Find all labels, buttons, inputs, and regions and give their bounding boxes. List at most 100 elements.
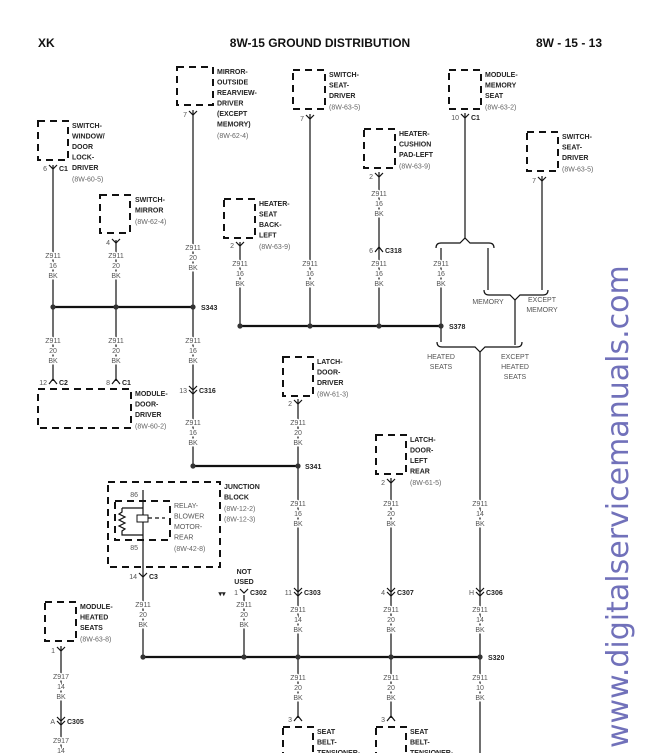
connector-icon	[293, 715, 303, 722]
component-box	[99, 194, 131, 234]
connector: 3	[288, 715, 303, 724]
splice-dot	[295, 463, 301, 469]
connector-pin: 11	[285, 590, 292, 597]
wire-color: BK	[374, 211, 384, 218]
option-heated-seats-1: HEATED	[427, 354, 455, 361]
connector-icon	[305, 114, 315, 120]
wire-circuit: Z911	[433, 261, 449, 268]
component-ref: (8W-60-5)	[72, 177, 103, 184]
wire-color: BK	[374, 281, 384, 288]
wire-color: BK	[386, 521, 396, 528]
connector-icon	[374, 246, 384, 253]
component-label: LEFT	[410, 458, 428, 465]
option-brace	[436, 341, 523, 353]
wire-color: BK	[475, 521, 485, 528]
component-latch-driver: LATCH-DOOR-DRIVER(8W-61-3)	[282, 356, 348, 399]
component-label: DOOR-	[410, 448, 434, 455]
not-used-1: NOT	[237, 569, 253, 576]
component-label: LOCK-	[72, 155, 95, 162]
component-label: LATCH-	[317, 359, 343, 366]
connector-name: C303	[304, 590, 321, 597]
connector-pin: 1	[51, 648, 55, 655]
connector-pin: 10	[451, 115, 459, 122]
connector: 7	[532, 176, 547, 185]
connector: 1	[51, 646, 66, 655]
connector: 4	[106, 238, 121, 247]
component-label: BLOWER	[174, 514, 204, 521]
connector-pin: 3	[381, 717, 385, 724]
connector-name: C1	[122, 380, 131, 387]
component-box	[37, 120, 69, 161]
component-label: DRIVER	[72, 165, 98, 172]
component-box	[375, 434, 407, 475]
wire-color: BK	[305, 281, 315, 288]
component-switch-seat-1: SWITCH-SEAT-DRIVER(8W-63-5)	[292, 69, 360, 112]
connector-icon	[475, 587, 485, 597]
wire-gauge: 20	[387, 511, 395, 518]
connector-icon	[537, 176, 547, 182]
wire-circuit: Z911	[108, 253, 124, 260]
wire-gauge: 20	[49, 348, 57, 355]
connector-pin: 2	[230, 243, 234, 250]
component-label: BELT-	[410, 740, 430, 747]
connector-pin: 6	[43, 166, 47, 173]
splice-dot	[140, 654, 146, 660]
component-ref: (8W-63-9)	[399, 164, 430, 171]
connector-name: C307	[397, 590, 414, 597]
connector-icon	[188, 385, 198, 395]
component-ref: (8W-12-2)	[224, 506, 255, 513]
connector: 11 C303	[285, 587, 321, 597]
connector: 2	[381, 478, 396, 487]
component-label: CUSHION	[399, 142, 431, 149]
connector-name: C1	[59, 166, 68, 173]
component-label: WINDOW/	[72, 134, 105, 141]
option-except-heated-1: EXCEPT	[501, 354, 530, 361]
wire-gauge: 20	[240, 612, 248, 619]
splice-label: S320	[488, 655, 504, 662]
wire-gauge: 14	[476, 617, 484, 624]
wire-gauge: 16	[375, 271, 383, 278]
relay-pin-86: 86	[130, 492, 138, 499]
option-heated-seats-2: SEATS	[430, 364, 453, 371]
component-label: DRIVER	[562, 155, 588, 162]
component-label: LATCH-	[410, 437, 436, 444]
connector-pin: 6	[369, 248, 373, 255]
component-module-door: MODULE-DOOR-DRIVER(8W-60-2)	[37, 388, 168, 431]
component-label: SEAT-	[562, 145, 583, 152]
wire-gauge: 16	[306, 271, 314, 278]
wire-gauge: 16	[375, 201, 383, 208]
wire-circuit: Z911	[135, 602, 151, 609]
connector-icon	[293, 587, 303, 597]
option-labels: MEMORY EXCEPT MEMORY HEATED SEATS EXCEPT…	[217, 297, 558, 598]
component-label: HEATER-	[399, 131, 430, 138]
wire-circuit: Z911	[236, 602, 252, 609]
wire-gauge: 20	[112, 348, 120, 355]
wire-circuit: Z911	[302, 261, 318, 268]
splice-dot	[295, 654, 301, 660]
component-label: MIRROR	[135, 208, 163, 215]
wire-gauge: 14	[476, 511, 484, 518]
wire-circuit: Z911	[290, 501, 306, 508]
connector: 3	[381, 715, 396, 724]
components: SWITCH-WINDOW/DOORLOCK-DRIVER(8W-60-5)SW…	[37, 66, 593, 753]
wire-gauge: 16	[189, 430, 197, 437]
connector-icon	[239, 588, 249, 594]
watermark: www.digitalservicemanuals.com	[601, 265, 636, 748]
wire-circuit: Z911	[383, 501, 399, 508]
wire-circuit: Z911	[185, 420, 201, 427]
component-box	[223, 198, 256, 239]
